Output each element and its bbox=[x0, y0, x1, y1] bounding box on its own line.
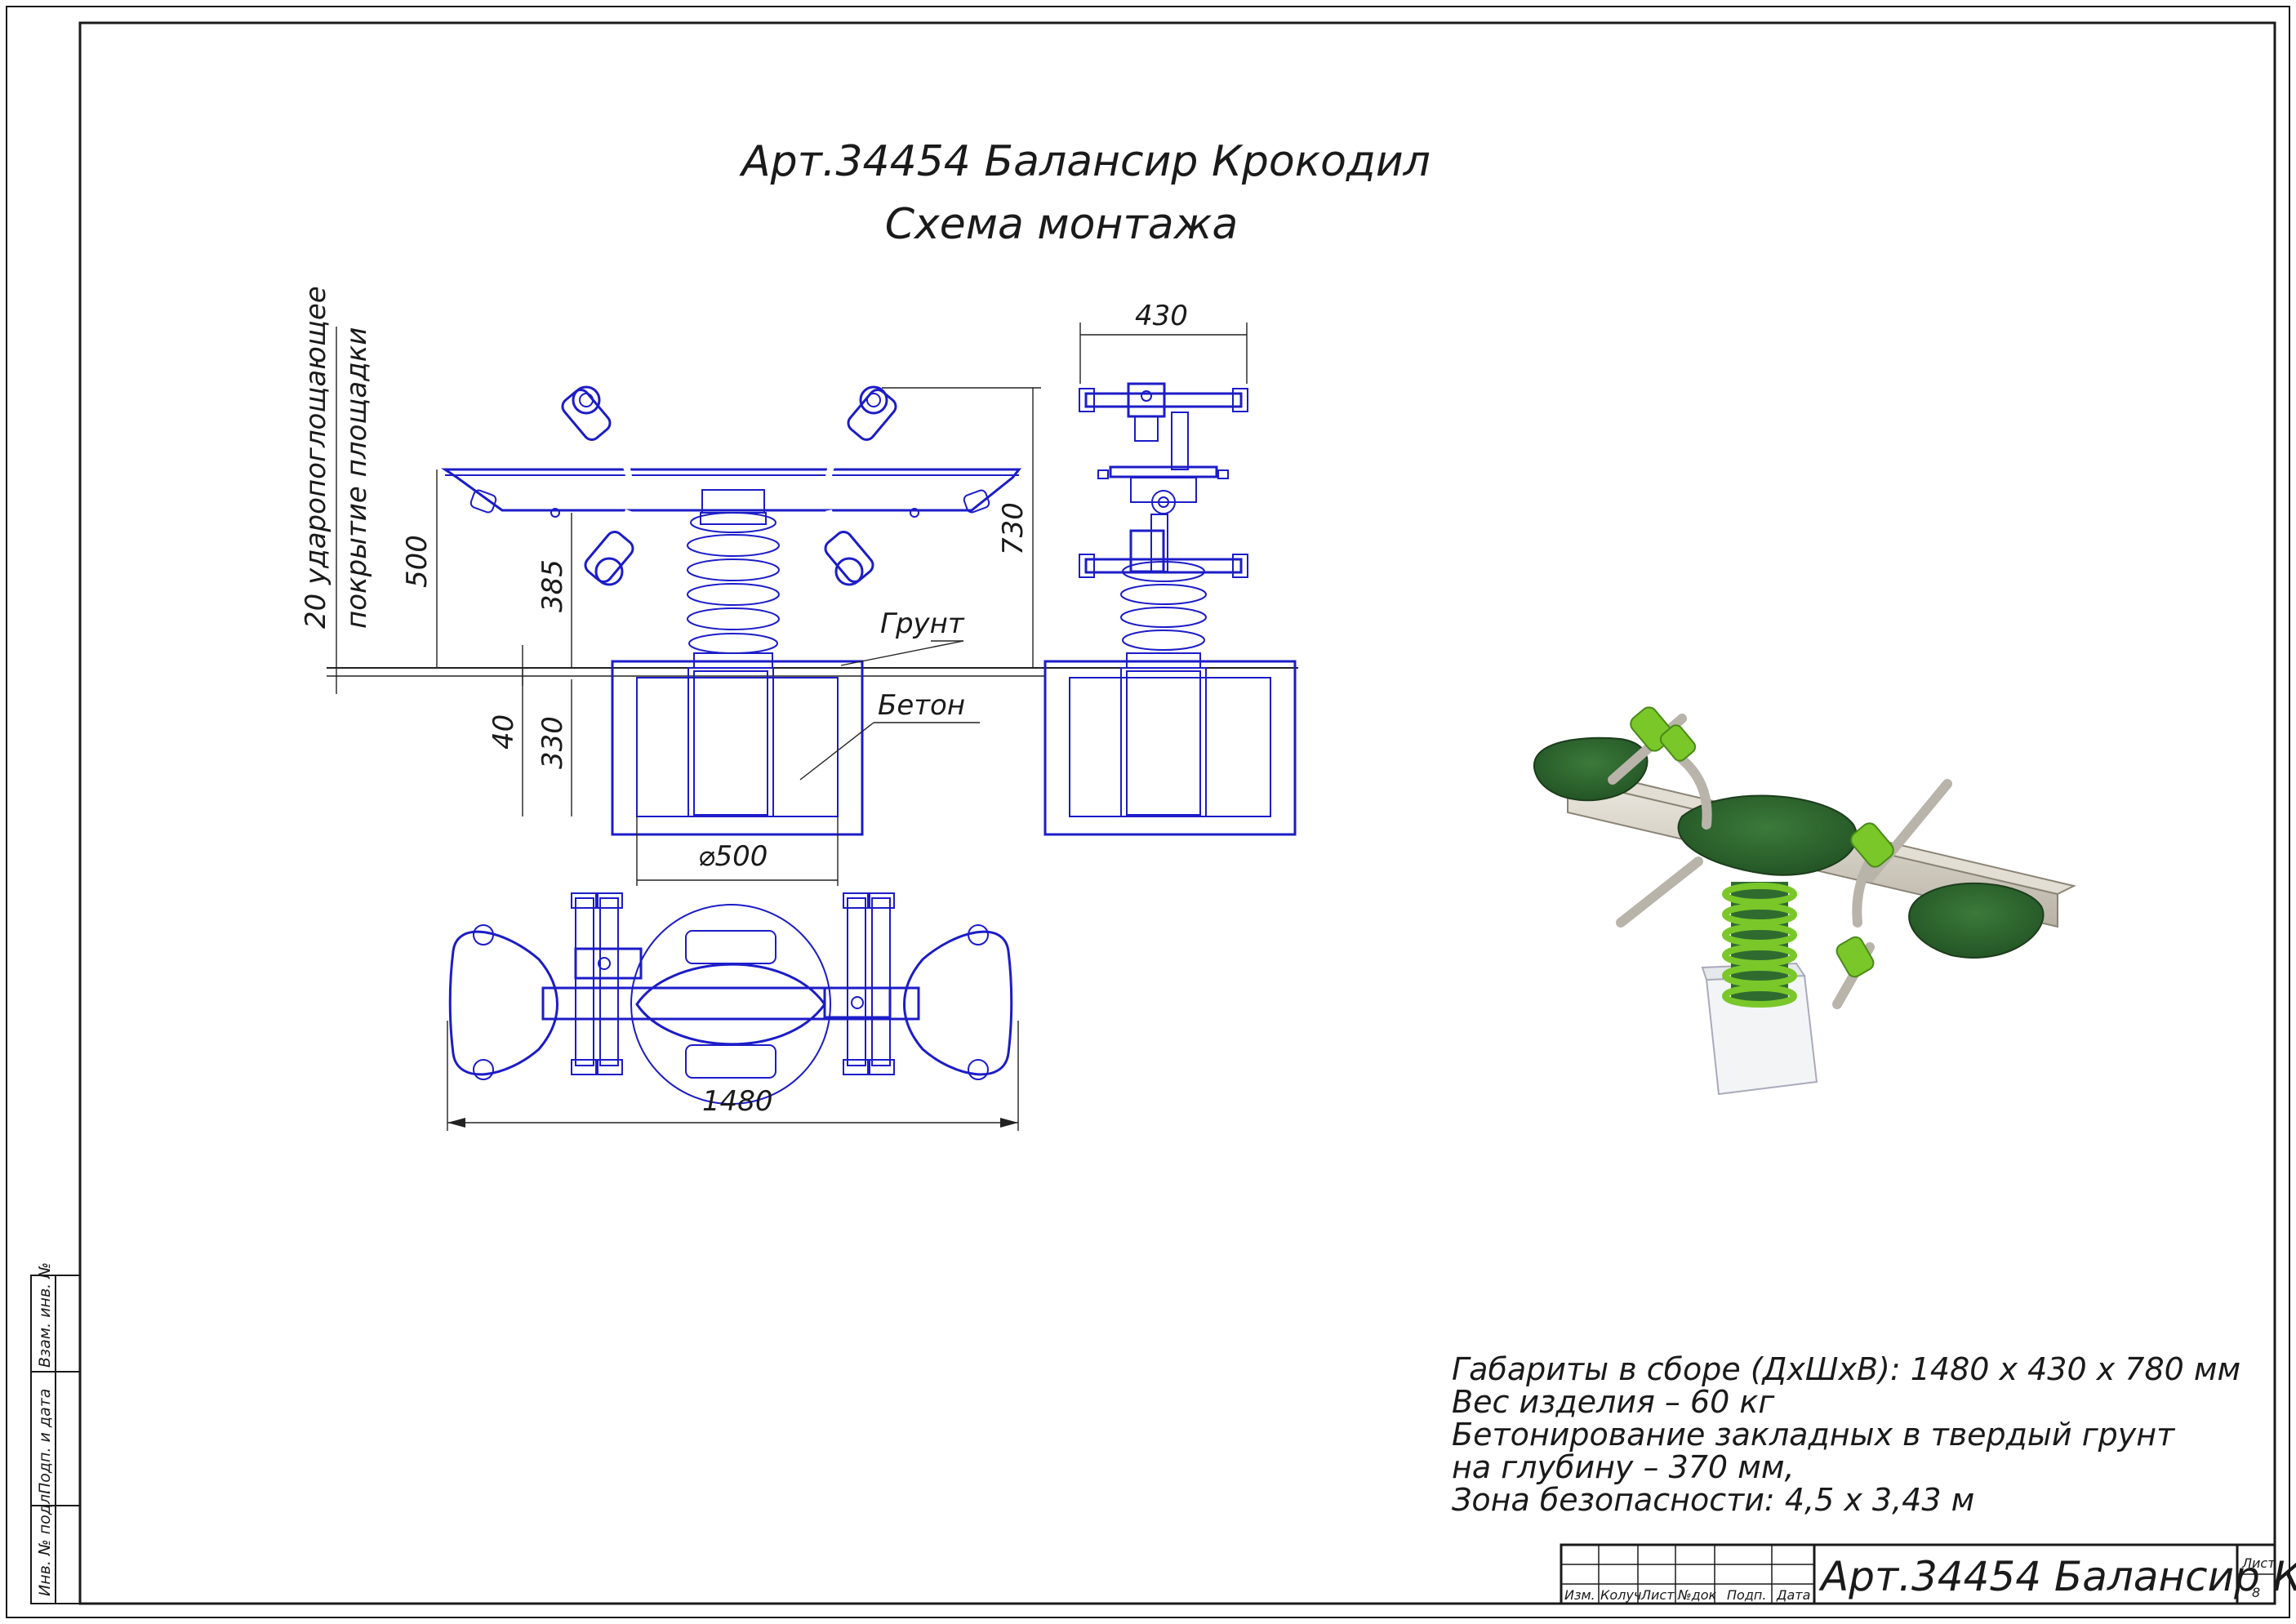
product-render bbox=[1533, 706, 2076, 1096]
front-view: 20 ударопоглощающее покрытие площадки 50… bbox=[300, 286, 1045, 886]
inner-frame bbox=[78, 21, 2276, 1605]
side-view: 430 bbox=[1043, 300, 1298, 836]
top-view: 1480 bbox=[447, 892, 1019, 1131]
spec-line-4: на глубину – 370 мм, bbox=[1452, 1449, 1795, 1485]
dim-1480: 1480 bbox=[702, 1085, 773, 1118]
spring-front bbox=[687, 512, 780, 669]
spec-notes: Габариты в сборе (ДхШхВ): 1480 х 430 х 7… bbox=[1452, 1351, 2240, 1518]
drawing-subtitle: Схема монтажа bbox=[885, 200, 1239, 249]
outer-border bbox=[6, 6, 2290, 1618]
label-concrete: Бетон bbox=[878, 689, 965, 722]
dim-730: 730 bbox=[997, 502, 1030, 555]
spec-line-5: Зона безопасности: 4,5 х 3,43 м bbox=[1452, 1482, 1974, 1518]
side-label-inv-orig: Инв. № подл. bbox=[36, 1489, 54, 1596]
stamp-sheet-number: 8 bbox=[2252, 1585, 2260, 1600]
dim-diameter: ⌀500 bbox=[698, 840, 768, 873]
stamp-col-data: Дата bbox=[1776, 1587, 1810, 1603]
spec-line-2: Вес изделия – 60 кг bbox=[1452, 1384, 1775, 1420]
dim-surface-label: 20 ударопоглощающее bbox=[300, 286, 332, 629]
stamp-title: Арт.34454 Балансир Крокодил bbox=[1818, 1553, 2296, 1600]
stamp-col-izm: Изм. bbox=[1564, 1587, 1595, 1603]
stamp-sheet-label: Лист bbox=[2241, 1555, 2276, 1571]
stamp-col-list: Лист bbox=[1640, 1587, 1675, 1603]
dim-385: 385 bbox=[536, 559, 569, 612]
dim-40: 40 bbox=[487, 714, 520, 750]
spec-line-3: Бетонирование закладных в твердый грунт bbox=[1452, 1417, 2176, 1453]
drawing-title: Арт.34454 Балансир Крокодил bbox=[739, 137, 1431, 186]
spec-line-1: Габариты в сборе (ДхШхВ): 1480 х 430 х 7… bbox=[1452, 1351, 2240, 1387]
dim-430: 430 bbox=[1135, 300, 1188, 332]
side-label-replace-inv: Взам. инв. № bbox=[36, 1262, 54, 1368]
dim-330: 330 bbox=[536, 716, 569, 769]
stamp-col-podp: Подп. bbox=[1727, 1587, 1766, 1603]
stamp-col-koluch: Колуч bbox=[1600, 1587, 1641, 1603]
title-block: Изм. Колуч Лист №док Подп. Дата Арт.3445… bbox=[1560, 1543, 2296, 1605]
side-strip: Взам. инв. № Подп. и дата Инв. № подл. bbox=[30, 1262, 81, 1604]
dim-500: 500 bbox=[401, 535, 434, 588]
label-ground: Грунт bbox=[880, 607, 965, 640]
stamp-col-ndok: №док bbox=[1677, 1587, 1716, 1603]
dim-surface-label-2: покрытие площадки bbox=[340, 327, 373, 629]
side-label-sign-date: Подп. и дата bbox=[36, 1389, 54, 1494]
